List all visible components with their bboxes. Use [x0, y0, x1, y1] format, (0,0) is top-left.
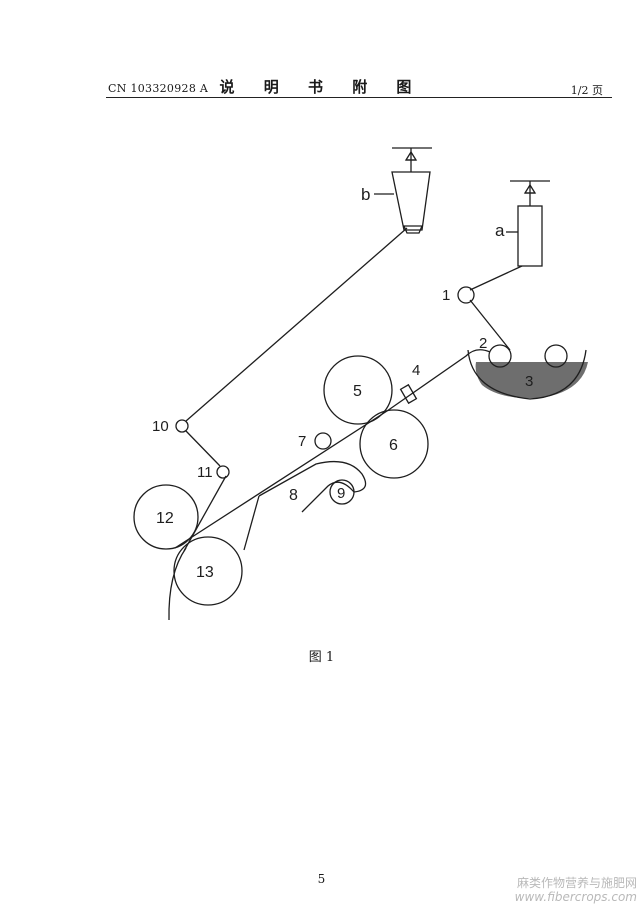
bath-liquid — [475, 362, 588, 399]
fiber-exit — [168, 547, 187, 621]
element-4 — [399, 383, 418, 405]
fiber-10-to-11 — [185, 430, 221, 467]
fiber-a-to-1 — [469, 265, 523, 291]
label-5: 5 — [353, 383, 362, 400]
publication-number: CN 103320928 A — [108, 82, 209, 95]
header-rule — [106, 97, 612, 98]
element-8-frame — [243, 460, 367, 551]
roller-2-left — [488, 344, 512, 368]
bath-vessel — [467, 349, 587, 400]
label-13: 13 — [196, 564, 214, 581]
roller-10 — [175, 419, 189, 433]
label-6: 6 — [389, 437, 398, 454]
roller-5 — [323, 355, 393, 425]
label-4: 4 — [412, 362, 420, 379]
label-b: b — [361, 185, 370, 204]
watermark: 麻类作物营养与施肥网 www.fibercrops.com — [515, 876, 637, 904]
unit-b-nozzle — [403, 225, 423, 234]
label-a: a — [495, 221, 505, 240]
watermark-url: www.fibercrops.com — [514, 890, 637, 904]
roller-6 — [359, 409, 429, 479]
roller-7 — [314, 432, 332, 450]
label-10: 10 — [152, 418, 169, 435]
section-title: 说 明 书 附 图 — [219, 78, 424, 96]
label-9: 9 — [337, 485, 345, 502]
label-8: 8 — [289, 487, 298, 504]
fiber-1-to-2 — [469, 299, 511, 351]
roller-2-right — [544, 344, 568, 368]
label-2: 2 — [479, 335, 487, 352]
page-header: CN 103320928 A 说 明 书 附 图 1/2 页 — [0, 0, 643, 100]
watermark-site-name: 麻类作物营养与施肥网 — [516, 876, 637, 890]
fiber-bath-to-rollers — [174, 349, 491, 549]
page-number: 5 — [317, 872, 326, 886]
figure-caption: 图 1 — [308, 650, 335, 665]
page-of-total: 1/2 页 — [570, 84, 603, 97]
label-11: 11 — [197, 464, 213, 481]
roller-11 — [216, 465, 230, 479]
unit-a-body — [517, 205, 543, 267]
label-12: 12 — [156, 510, 174, 527]
roller-13 — [173, 536, 243, 606]
label-1: 1 — [442, 287, 450, 304]
label-3: 3 — [525, 373, 533, 390]
fiber-11-to-nip — [183, 475, 227, 552]
roller-1 — [457, 286, 475, 304]
label-7: 7 — [298, 433, 306, 450]
unit-b-hopper — [391, 171, 431, 231]
fiber-b-to-10 — [185, 227, 408, 422]
roller-12 — [133, 484, 199, 550]
